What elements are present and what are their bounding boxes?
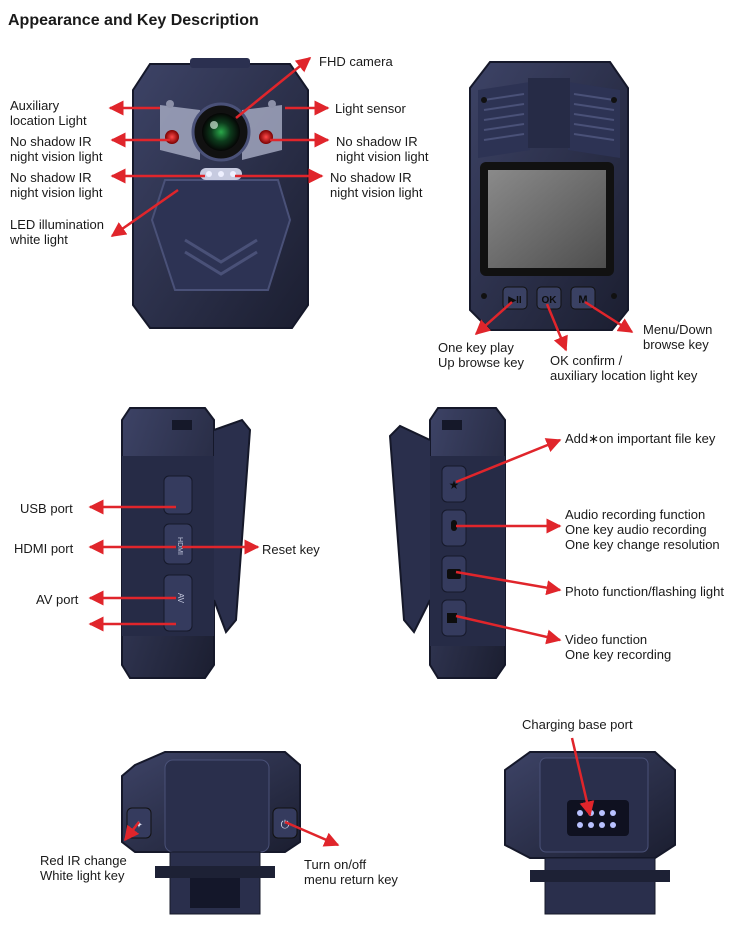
ok-button-label: OK xyxy=(542,295,558,306)
label-ir-left-1: No shadow IR night vision light xyxy=(10,134,103,164)
label-video-function: Video function One key recording xyxy=(565,632,672,662)
hdmi-text: HDMI xyxy=(176,537,183,555)
microphone-icon xyxy=(451,520,457,531)
front-view-device xyxy=(132,58,309,329)
star-button xyxy=(441,465,467,503)
av-port xyxy=(163,574,193,632)
hdmi-port xyxy=(163,523,193,565)
label-fhd-camera: FHD camera xyxy=(319,54,393,69)
ir-light-right-icon xyxy=(259,130,273,144)
label-audio-function: Audio recording function One key audio r… xyxy=(565,507,720,552)
page-title: Appearance and Key Description xyxy=(8,12,259,29)
label-charging-port: Charging base port xyxy=(522,717,633,732)
menu-button-label: M xyxy=(578,294,587,306)
play-button-label: ▶II xyxy=(507,295,521,306)
label-ir-left-2: No shadow IR night vision light xyxy=(10,170,103,200)
av-text: AV xyxy=(176,593,185,604)
camera-icon xyxy=(447,569,461,579)
lcd-screen xyxy=(488,170,606,268)
light-sensor-icon xyxy=(268,100,276,108)
label-reset-key: Reset key xyxy=(262,542,320,557)
right-side-device: ★ xyxy=(388,407,506,679)
aux-light-icon xyxy=(166,100,174,108)
label-ir-right-1: No shadow IR night vision light xyxy=(336,134,429,164)
label-add-on-key: Add∗on important file key xyxy=(565,431,716,446)
label-light-sensor: Light sensor xyxy=(335,101,406,116)
label-aux-light: Auxiliary location Light xyxy=(10,98,87,128)
label-hdmi-port: HDMI port xyxy=(14,541,74,556)
label-photo-function: Photo function/flashing light xyxy=(565,584,724,599)
label-ok-confirm: OK confirm / auxiliary location light ke… xyxy=(550,353,698,383)
label-usb-port: USB port xyxy=(20,501,73,516)
label-menu-down: Menu/Down browse key xyxy=(643,322,713,352)
left-side-device: HDMI AV xyxy=(121,407,252,679)
callout-arrows xyxy=(88,57,634,847)
label-av-port: AV port xyxy=(36,592,79,607)
usb-port xyxy=(163,475,193,515)
label-led-white: LED illumination white light xyxy=(10,217,104,247)
ir-light-left-icon xyxy=(165,130,179,144)
label-play-up: One key play Up browse key xyxy=(438,340,524,370)
label-red-ir-change: Red IR change White light key xyxy=(40,853,127,883)
top-view-device: ✦ ⏻ xyxy=(121,751,301,915)
star-icon: ★ xyxy=(449,478,460,492)
power-icon: ⏻ xyxy=(281,819,290,831)
label-ir-right-2: No shadow IR night vision light xyxy=(330,170,423,200)
video-icon xyxy=(447,613,457,623)
back-view-device: ▶II OK M xyxy=(469,61,629,331)
bottom-view-device xyxy=(504,751,676,915)
charging-base-port xyxy=(567,800,629,836)
label-turn-on-off: Turn on/off menu return key xyxy=(304,857,398,887)
